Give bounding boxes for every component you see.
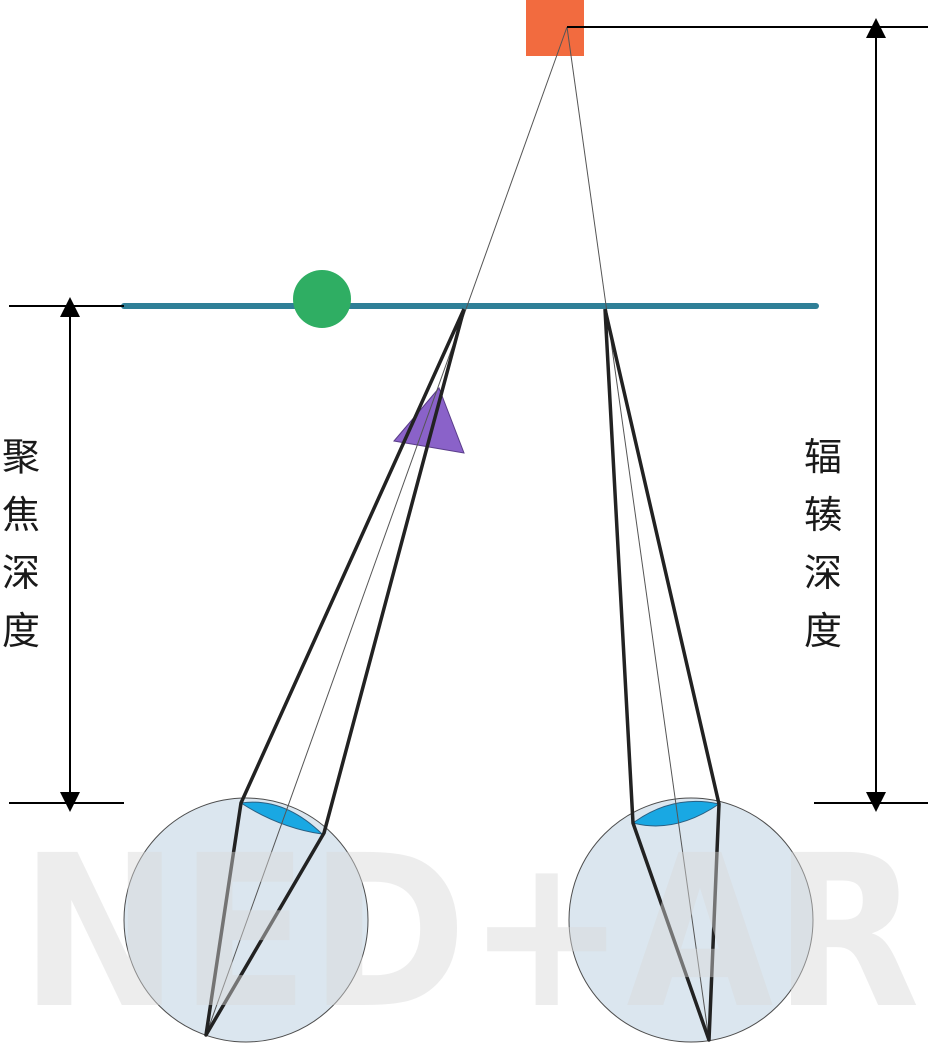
circle-object-icon <box>293 270 351 328</box>
left-cone-outline <box>204 308 466 1037</box>
left-focus-cone <box>204 308 466 1037</box>
focus-depth-label: 聚焦深度 <box>2 435 40 653</box>
vergence-depth-label: 辐辏深度 <box>804 435 842 653</box>
watermark: NED+AR <box>20 810 920 1046</box>
right-eye <box>568 797 814 1043</box>
right-cone-outline <box>603 308 721 1042</box>
vergence-line-right <box>566 26 710 1041</box>
right-eyeball-icon <box>568 797 814 1043</box>
right-focus-cone <box>603 308 721 1042</box>
vergence-line-left <box>205 26 568 1036</box>
